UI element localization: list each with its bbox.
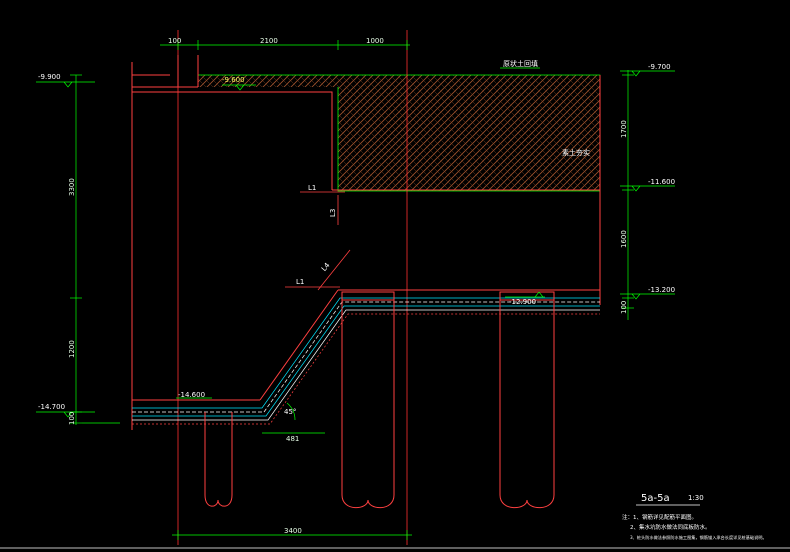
label-base-elev: -14.600 bbox=[178, 391, 205, 399]
right-dim-mid: 1600 bbox=[620, 230, 628, 248]
label-fill-note: 原状土回填 bbox=[503, 59, 538, 68]
label-offset-dim: 481 bbox=[286, 435, 299, 443]
section-title: 5a-5a bbox=[641, 493, 670, 504]
pile-left bbox=[204, 412, 233, 507]
top-dimension bbox=[160, 40, 410, 50]
left-dimension bbox=[36, 74, 120, 425]
structure-outline bbox=[131, 55, 601, 430]
dim-top-1000: 1000 bbox=[366, 37, 384, 45]
label-l4: L4 bbox=[320, 261, 332, 273]
right-dimension bbox=[620, 70, 675, 320]
left-dim-lower: 1200 bbox=[68, 340, 76, 358]
soil-backfill-hatch bbox=[338, 75, 600, 191]
note-line-3: 3、桩头防水做法参照防水施工图集，钢筋锚入承台长度详见桩基础说明。 bbox=[630, 534, 767, 541]
right-dim-upper: 1700 bbox=[620, 120, 628, 138]
note-line-1: 注：1、钢筋详见配筋平面图。 bbox=[622, 513, 697, 521]
label-pit-elev: -12.900 bbox=[509, 298, 536, 306]
pile-right bbox=[499, 291, 555, 509]
label-bottom-dim: 3400 bbox=[284, 527, 302, 535]
note-line-2: 2、集水坑防水做法同底板防水。 bbox=[630, 523, 711, 531]
label-angle: 45° bbox=[284, 408, 296, 416]
elev-marker-top-slab bbox=[222, 84, 256, 91]
waterproof-layers bbox=[132, 297, 600, 425]
left-dim-upper: 3300 bbox=[68, 178, 76, 196]
dim-top-2100: 2100 bbox=[260, 37, 278, 45]
right-dim-low: 100 bbox=[620, 301, 628, 314]
right-elev-top: -9.700 bbox=[648, 63, 671, 71]
angle-arc bbox=[286, 402, 296, 421]
top-fill-hatch-strip bbox=[198, 75, 338, 87]
dim-top-100: 100 bbox=[168, 37, 181, 45]
label-l1-lower: L1 bbox=[296, 278, 304, 286]
bottom-dimension bbox=[172, 530, 412, 540]
section-scale: 1:30 bbox=[688, 494, 704, 502]
elev-marker-pit bbox=[505, 291, 545, 298]
left-elev-bottom: -14.700 bbox=[38, 403, 65, 411]
label-l1-upper: L1 bbox=[308, 184, 316, 192]
label-l3: L3 bbox=[329, 209, 337, 217]
l4-slope-line bbox=[317, 249, 351, 291]
pile-middle bbox=[341, 291, 395, 509]
left-dim-bottom: 100 bbox=[68, 412, 76, 425]
left-elev-top: -9.900 bbox=[38, 73, 61, 81]
label-top-slab-elev: -9.600 bbox=[222, 76, 245, 84]
label-soil-note: 素土夯实 bbox=[562, 148, 590, 157]
right-elev-low: -13.200 bbox=[648, 286, 675, 294]
right-elev-mid: -11.600 bbox=[648, 178, 675, 186]
